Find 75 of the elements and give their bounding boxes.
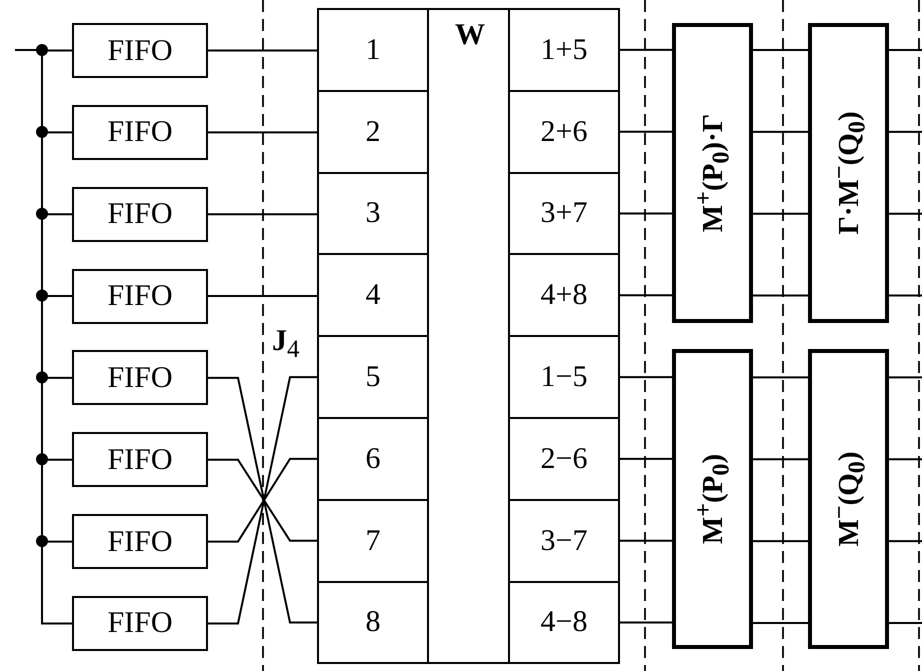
- box-label: FIFO: [107, 199, 173, 230]
- matrix-cell: [508, 90, 620, 174]
- matrix-cell: [508, 417, 620, 501]
- channel-number: 1+5: [540, 34, 588, 65]
- connector-line: [753, 49, 808, 51]
- box-label: FIFO: [107, 526, 173, 557]
- box-label: FIFO: [107, 444, 173, 475]
- transform-matrix-block: [317, 8, 618, 664]
- matrix-cell: [508, 8, 620, 92]
- channel-number: 3: [366, 198, 380, 228]
- channel-number: 6: [366, 444, 380, 474]
- connector-line: [889, 130, 922, 133]
- channel-number: 1: [366, 34, 380, 65]
- channel-number: 2+6: [540, 116, 588, 147]
- matrix-cell: [508, 253, 620, 338]
- channel-number: 3+7: [540, 198, 588, 228]
- connector-line: [889, 622, 922, 624]
- fifo-buffer-box: [72, 268, 208, 324]
- matrix-cell: [508, 335, 620, 419]
- block-title: W: [455, 20, 485, 50]
- connector-line: [889, 540, 922, 542]
- matrix-cell: [508, 498, 620, 583]
- connector-line: [753, 540, 808, 542]
- connector-line: [889, 376, 922, 378]
- channel-number: 4: [366, 280, 380, 310]
- connector-line: [208, 213, 317, 216]
- connector-line: [753, 458, 808, 460]
- channel-number: 4+8: [540, 280, 588, 310]
- channel-number: 1−5: [540, 362, 588, 392]
- box-label: FIFO: [107, 362, 173, 393]
- permutation-label: J$_{4}$: [272, 326, 300, 362]
- channel-number: 2: [366, 116, 380, 147]
- connector-line: [753, 130, 808, 133]
- connector-line: [208, 50, 317, 52]
- connector-line: [889, 49, 922, 51]
- connector-line: [753, 212, 808, 215]
- fifo-buffer-box: [72, 23, 208, 78]
- connector-line: [620, 458, 672, 460]
- matrix-cell: [508, 580, 620, 664]
- connector-line: [889, 458, 922, 460]
- channel-number: 3−7: [540, 526, 588, 556]
- matrix-cell: [508, 172, 620, 256]
- connector-line: [620, 294, 672, 296]
- matrix-operator-block: [808, 23, 889, 323]
- connector-line: [620, 540, 672, 542]
- fifo-buffer-box: [72, 186, 208, 242]
- connector-line: [620, 212, 672, 214]
- connector-line: [620, 622, 672, 624]
- connector-line: [753, 376, 808, 378]
- connector-line: [889, 294, 922, 297]
- fifo-buffer-box: [72, 596, 208, 651]
- connector-line: [620, 130, 672, 133]
- channel-number: 4−8: [540, 607, 588, 638]
- connector-line: [208, 131, 317, 134]
- fifo-buffer-box: [72, 104, 208, 160]
- connector-line: [753, 622, 808, 624]
- box-label: FIFO: [107, 117, 173, 148]
- channel-number: 7: [366, 526, 380, 556]
- channel-number: 8: [366, 607, 380, 638]
- connector-line: [753, 294, 808, 297]
- box-label: FIFO: [107, 608, 173, 638]
- matrix-operator-block: [808, 349, 889, 649]
- fifo-buffer-box: [72, 432, 208, 488]
- connector-line: [889, 212, 922, 215]
- connector-line: [620, 48, 672, 51]
- channel-number: 2−6: [540, 444, 588, 474]
- box-label: FIFO: [107, 281, 173, 312]
- connector-line: [208, 295, 317, 298]
- fifo-buffer-box: [72, 514, 208, 570]
- box-label: FIFO: [107, 36, 173, 66]
- fifo-buffer-box: [72, 350, 208, 406]
- matrix-operator-block: [672, 349, 753, 649]
- connector-line: [620, 376, 672, 378]
- channel-number: 5: [366, 362, 380, 392]
- matrix-operator-block: [672, 23, 753, 323]
